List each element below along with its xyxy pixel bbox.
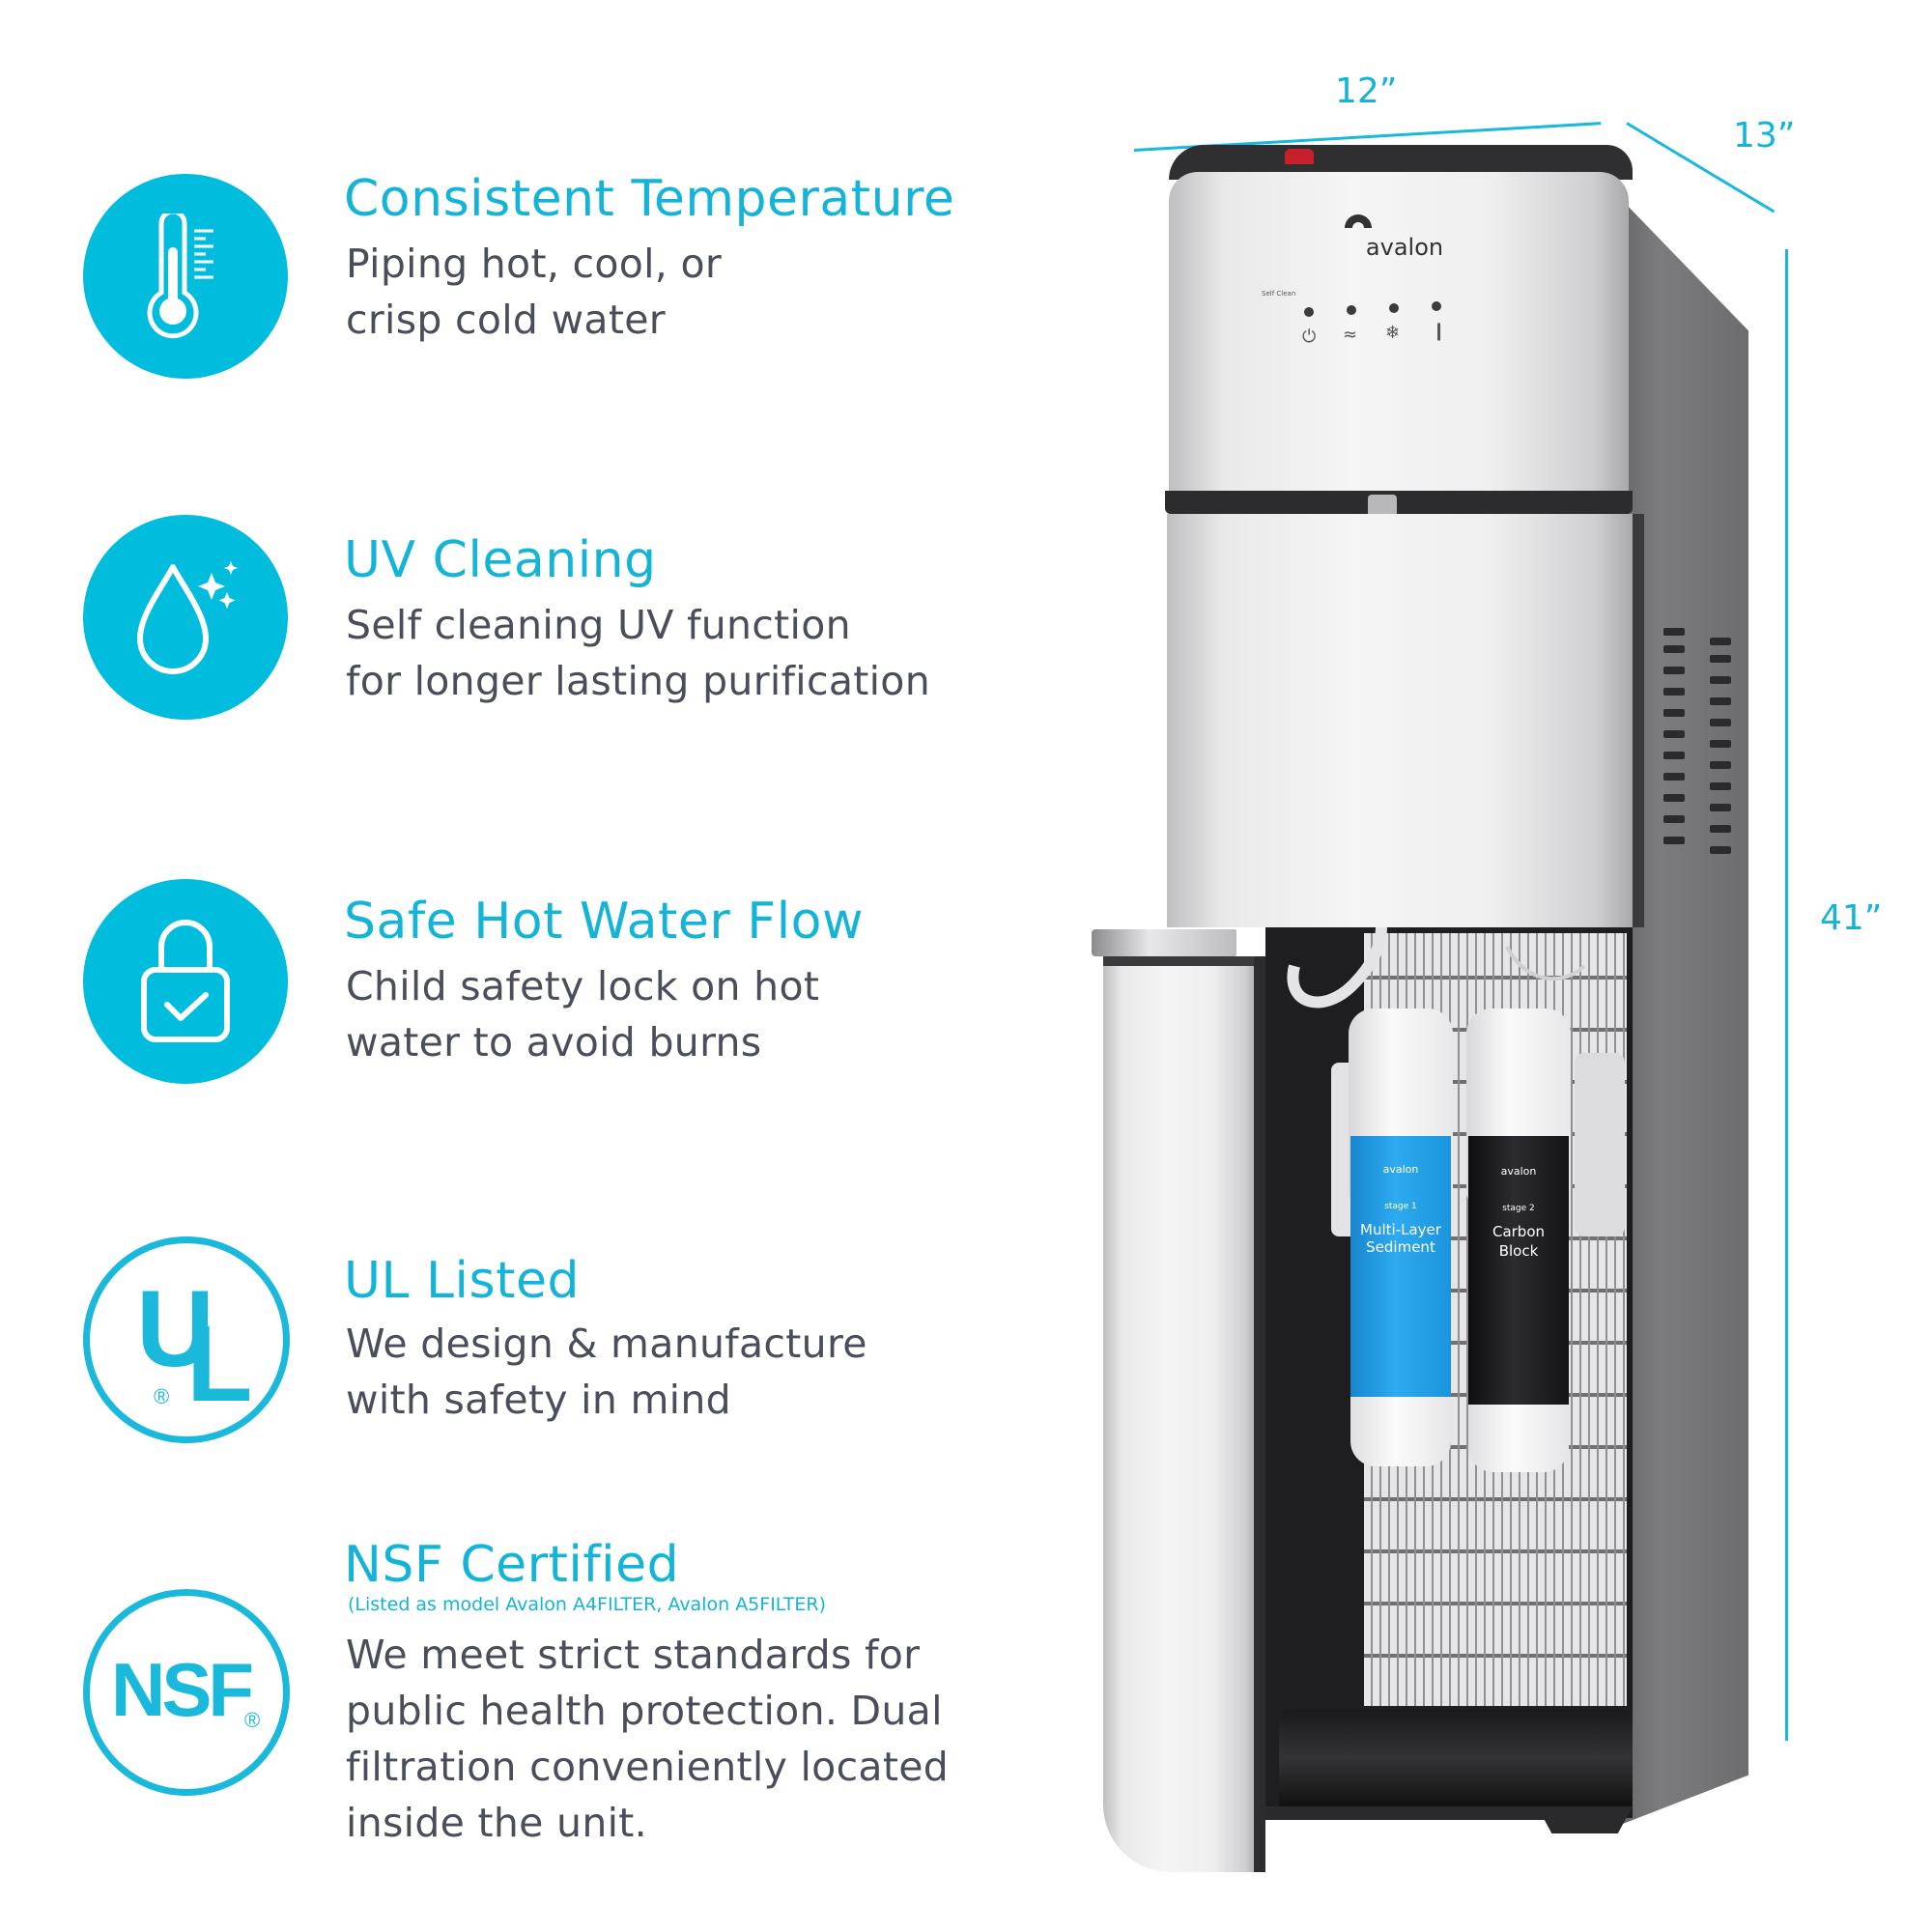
feature-description: We design & manufacture with safety in m… [346, 1321, 867, 1423]
heat-waves-icon[interactable]: ≈ [1343, 325, 1358, 345]
filter-stage: stage 1 [1384, 1202, 1417, 1211]
feature-title: Safe Hot Water Flow [344, 893, 864, 951]
lock-led [1432, 301, 1441, 311]
filter-label-band: avalon stage 2 Carbon Block [1468, 1136, 1569, 1405]
middle-panel-edge [1633, 514, 1644, 927]
feature-description: Self cleaning UV function for longer las… [346, 602, 930, 704]
feature-title: Consistent Temperature [344, 170, 955, 228]
filter-name: Carbon [1492, 1223, 1546, 1240]
height-dimension-line [1785, 249, 1788, 1741]
filter-brand: avalon [1382, 1163, 1419, 1176]
water-drop-sparkle-icon [83, 515, 288, 720]
padlock-check-icon [83, 879, 288, 1084]
avalon-logo-icon [1345, 214, 1372, 228]
thermometer-small-icon[interactable]: ❙ [1432, 321, 1447, 341]
middle-panel [1167, 514, 1633, 927]
base [1265, 1806, 1633, 1833]
door-top-edge [1092, 929, 1236, 956]
feature-description: Child safety lock on hot water to avoid … [346, 963, 820, 1065]
filter-name-line2: Block [1498, 1242, 1539, 1260]
power-icon[interactable]: ⏻ [1302, 327, 1317, 347]
filter-name: Multi-Layer [1360, 1221, 1441, 1238]
power-led [1304, 307, 1314, 317]
ul-logo-l: L [186, 1303, 253, 1424]
ul-logo-u: U [136, 1268, 214, 1389]
water-tubes [1287, 927, 1586, 1009]
filter-bottom [1468, 1405, 1569, 1472]
upper-panel: avalon Self Clean ⏻ ≈ ❄ ❙ [1169, 172, 1629, 500]
cabinet-door[interactable] [1103, 966, 1258, 1872]
filter-label-band: avalon stage 1 Multi-Layer Sediment [1350, 1136, 1451, 1397]
hot-led [1347, 305, 1356, 315]
width-dimension-label: 12” [1335, 71, 1398, 111]
registered-mark: ® [154, 1384, 170, 1408]
snowflake-icon[interactable]: ❄ [1385, 323, 1401, 343]
feature-description: Piping hot, cool, or crisp cold water [346, 241, 722, 343]
filter-stage: stage 2 [1502, 1204, 1535, 1213]
hot-water-safety-button[interactable] [1285, 149, 1314, 164]
filter-brand: avalon [1500, 1165, 1537, 1178]
filter-bracket-right [1575, 1053, 1625, 1236]
filter-name-line2: Sediment [1366, 1238, 1435, 1256]
self-clean-label: Self Clean [1262, 290, 1296, 298]
depth-dimension-label: 13” [1733, 116, 1796, 156]
cold-led [1389, 303, 1399, 313]
registered-mark: ® [244, 1708, 261, 1732]
door-inner-edge [1254, 956, 1265, 1872]
drip-tray [1279, 1710, 1633, 1806]
nsf-logo-text: NSF [111, 1647, 254, 1732]
feature-title: UV Cleaning [344, 531, 657, 589]
height-dimension-label: 41” [1820, 898, 1883, 938]
feature-title: NSF Certified [344, 1536, 680, 1594]
thermometer-icon [83, 174, 288, 379]
feature-note: (Listed as model Avalon A4FILTER, Avalon… [348, 1594, 827, 1615]
side-panel [1623, 201, 1748, 1824]
ul-logo-icon: U L ® [83, 1236, 290, 1443]
feature-title: UL Listed [344, 1252, 580, 1310]
filter-bottom [1350, 1397, 1451, 1466]
feature-description: We meet strict standards for public heal… [346, 1632, 950, 1846]
nsf-logo-icon: NSF ® [83, 1589, 290, 1796]
brand-label: avalon [1365, 234, 1444, 261]
dispensing-area-lip [1165, 491, 1633, 514]
